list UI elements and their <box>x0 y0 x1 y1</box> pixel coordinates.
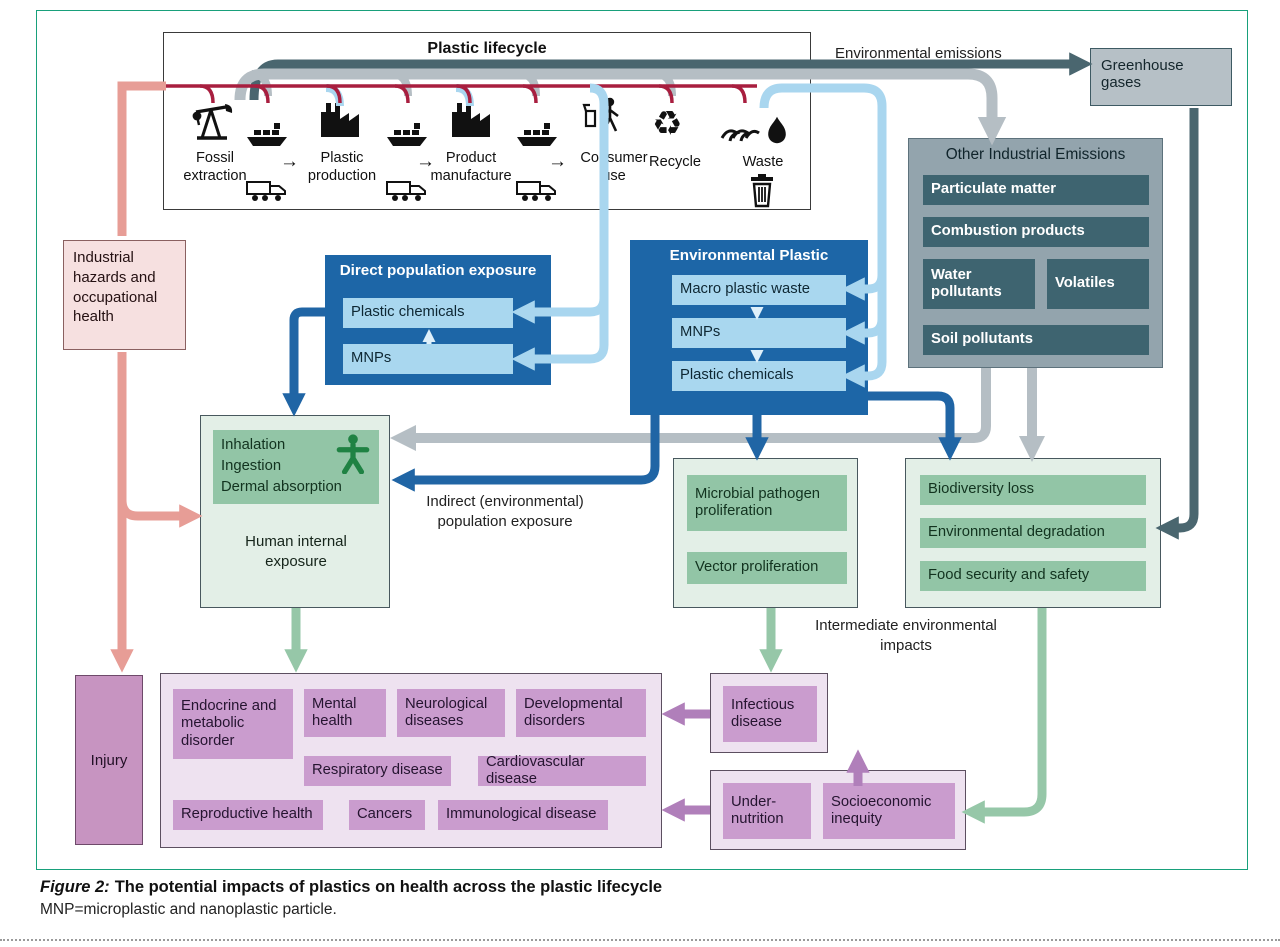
direct-population-exposure-panel: Direct population exposure Plastic chemi… <box>325 255 551 385</box>
item-infectious-disease: Infectious disease <box>723 686 817 742</box>
item-volatiles: Volatiles <box>1047 259 1149 309</box>
item-cardiovascular-disease: Cardiovascular disease <box>478 754 646 787</box>
lifecycle-title: Plastic lifecycle <box>427 40 547 57</box>
route-dermal-absorption: Dermal absorption <box>221 479 342 495</box>
item-immunological-disease: Immunological disease <box>438 800 608 830</box>
intermediate-biological-panel: Microbial pathogen proliferation Vector … <box>673 458 858 608</box>
trash-bin-icon <box>748 173 776 214</box>
item-developmental-disorders: Developmental disorders <box>516 689 646 737</box>
oil-pumpjack-icon <box>189 101 235 148</box>
item-particulate-matter: Particulate matter <box>923 175 1149 205</box>
environmental-emissions-label: Environmental emissions <box>835 45 1002 62</box>
stage-label-plastic-production: Plastic production <box>307 150 377 185</box>
intermediate-impacts-label: Intermediate environmental impacts <box>815 617 997 654</box>
consumer-use-icon <box>582 95 624 146</box>
stage-label-recycle: Recycle <box>649 154 701 170</box>
direct-population-exposure-title: Direct population exposure <box>339 262 537 279</box>
arrow-right-icon: → <box>548 151 567 172</box>
figure-frame <box>36 10 1248 870</box>
environmental-plastic-title: Environmental Plastic <box>669 247 829 264</box>
intermediate-environmental-panel: Biodiversity loss Environmental degradat… <box>905 458 1161 608</box>
arrow-right-icon: → <box>280 151 299 172</box>
route-ingestion: Ingestion <box>221 458 282 474</box>
figure-caption: Figure 2:The potential impacts of plasti… <box>40 878 662 897</box>
human-internal-exposure-label: Human internal exposure <box>245 533 347 571</box>
stage-label-fossil-extraction: Fossil extraction <box>183 150 247 185</box>
greenhouse-gases-label: Greenhouse gases <box>1101 57 1184 91</box>
industrial-hazards-box: Industrial hazards and occupational heal… <box>63 240 186 350</box>
item-mnps: MNPs <box>672 318 846 348</box>
other-industrial-emissions-title: Other Industrial Emissions <box>945 146 1126 163</box>
item-water-pollutants: Water pollutants <box>923 259 1035 309</box>
industrial-hazards-label: Industrial hazards and occupational heal… <box>73 249 158 326</box>
item-under-nutrition: Under-nutrition <box>723 783 811 839</box>
social-outcomes-panel: Under-nutrition Socioeconomic inequity <box>710 770 966 850</box>
item-respiratory-disease: Respiratory disease <box>304 756 451 786</box>
caption-title: The potential impacts of plastics on hea… <box>114 878 663 896</box>
health-outcomes-panel: Endocrine and metabolic disorder Mental … <box>160 673 662 848</box>
truck-icon <box>386 179 428 208</box>
arrow-right-icon: → <box>416 151 435 172</box>
item-reproductive-health: Reproductive health <box>173 800 323 830</box>
flame-icon <box>766 115 788 150</box>
item-mental-health: Mental health <box>304 689 386 737</box>
recycle-icon: ♻ <box>652 105 683 143</box>
caption-label: Figure 2: <box>40 878 110 896</box>
infectious-disease-panel: Infectious disease <box>710 673 828 753</box>
factory-icon <box>448 99 494 144</box>
caption-note: MNP=microplastic and nanoplastic particl… <box>40 901 337 918</box>
item-environmental-degradation: Environmental degradation <box>920 518 1146 548</box>
ship-icon <box>244 121 290 154</box>
injury-box: Injury <box>75 675 143 845</box>
indirect-exposure-label: Indirect (environmental) population expo… <box>426 493 584 530</box>
wave-icon <box>720 121 762 150</box>
human-internal-exposure-panel: Inhalation Ingestion Dermal absorption H… <box>200 415 390 608</box>
item-vector-proliferation: Vector proliferation <box>687 552 847 584</box>
item-cancers: Cancers <box>349 800 425 830</box>
truck-icon <box>516 179 558 208</box>
item-microbial-pathogen-proliferation: Microbial pathogen proliferation <box>687 475 847 531</box>
factory-icon <box>317 99 363 144</box>
item-plastic-chemicals: Plastic chemicals <box>672 361 846 391</box>
item-endocrine-metabolic-disorder: Endocrine and metabolic disorder <box>173 689 293 759</box>
item-macro-plastic-waste: Macro plastic waste <box>672 275 846 305</box>
item-combustion-products: Combustion products <box>923 217 1149 247</box>
greenhouse-gases-box: Greenhouse gases <box>1090 48 1232 106</box>
environmental-plastic-panel: Environmental Plastic Macro plastic wast… <box>630 240 868 415</box>
item-food-security-and-safety: Food security and safety <box>920 561 1146 591</box>
item-biodiversity-loss: Biodiversity loss <box>920 475 1146 505</box>
route-inhalation: Inhalation <box>221 437 286 453</box>
truck-icon <box>246 179 288 208</box>
item-soil-pollutants: Soil pollutants <box>923 325 1149 355</box>
stage-label-product-manufacture: Product manufacture <box>430 150 512 185</box>
bottom-rule <box>0 939 1280 941</box>
ship-icon <box>514 121 560 154</box>
plastic-lifecycle-box: Plastic lifecycle Fossil extraction → <box>163 32 811 210</box>
person-icon <box>335 434 371 479</box>
other-industrial-emissions-panel: Other Industrial Emissions Particulate m… <box>908 138 1163 368</box>
item-socioeconomic-inequity: Socioeconomic inequity <box>823 783 955 839</box>
item-mnps: MNPs <box>343 344 513 374</box>
stage-label-waste: Waste <box>742 154 784 170</box>
item-neurological-diseases: Neurological diseases <box>397 689 505 737</box>
item-plastic-chemicals: Plastic chemicals <box>343 298 513 328</box>
exposure-routes-box: Inhalation Ingestion Dermal absorption <box>213 430 379 504</box>
